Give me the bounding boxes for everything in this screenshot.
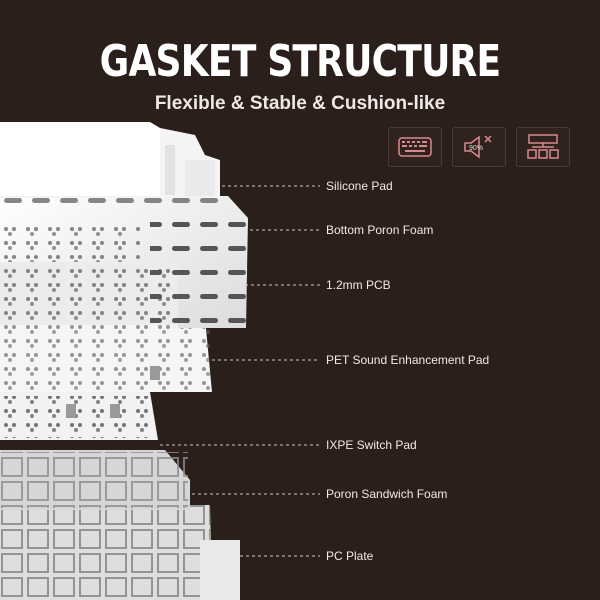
page-title: GASKET STRUCTURE bbox=[99, 36, 501, 87]
leader-lines bbox=[160, 185, 320, 557]
label-pc-plate: PC Plate bbox=[326, 549, 374, 563]
layout-structure-icon bbox=[516, 127, 570, 167]
ixpe-switch-pad-layer bbox=[0, 392, 158, 440]
speaker-mute-icon: 90% bbox=[452, 127, 506, 167]
label-pcb: 1.2mm PCB bbox=[326, 278, 391, 292]
label-ixpe-switch-pad: IXPE Switch Pad bbox=[326, 438, 417, 452]
label-silicone-pad: Silicone Pad bbox=[326, 179, 393, 193]
mute-percent-label: 90% bbox=[469, 145, 483, 152]
poron-sandwich-foam-layer bbox=[0, 450, 190, 510]
pet-sound-pad-layer bbox=[0, 318, 212, 392]
bottom-poron-foam-layer bbox=[0, 196, 248, 328]
label-poron-sandwich-foam: Poron Sandwich Foam bbox=[326, 487, 448, 501]
label-bottom-poron-foam: Bottom Poron Foam bbox=[326, 223, 434, 237]
pc-plate-layer bbox=[0, 505, 240, 600]
silicone-pad-layer bbox=[0, 122, 220, 198]
pcb-layer bbox=[0, 262, 180, 325]
keyboard-icon bbox=[388, 127, 442, 167]
label-pet-sound-pad: PET Sound Enhancement Pad bbox=[326, 353, 490, 367]
page-subtitle: Flexible & Stable & Cushion-like bbox=[154, 93, 446, 114]
